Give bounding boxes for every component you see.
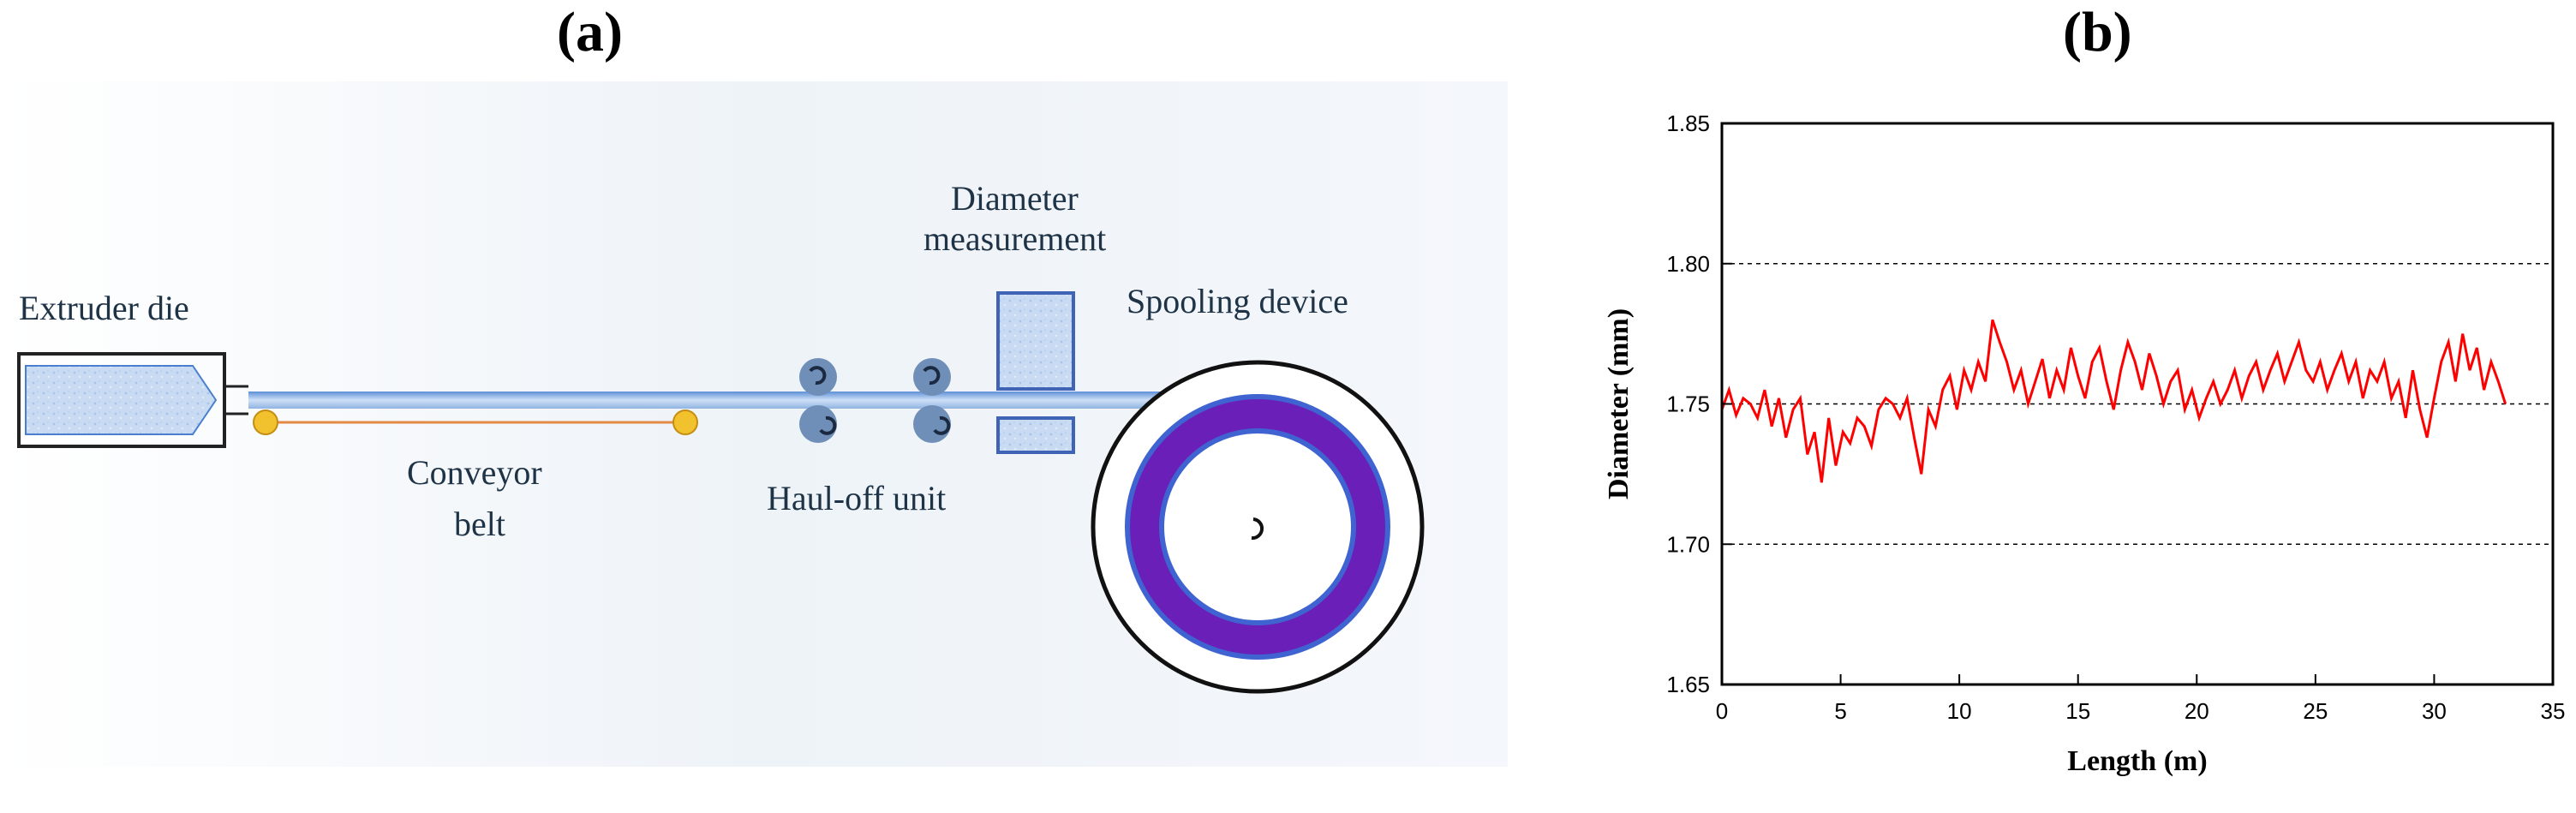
y-tick-label-0: 1.65	[1666, 672, 1710, 697]
x-tick-label-2: 10	[1947, 698, 1972, 724]
x-tick-label-7: 35	[2541, 698, 2566, 724]
diameter-label-line1: Diameter	[951, 179, 1079, 218]
filament	[248, 392, 1242, 409]
x-tick-label-5: 25	[2303, 698, 2328, 724]
x-tick-label-4: 20	[2185, 698, 2209, 724]
x-tick-label-3: 15	[2065, 698, 2090, 724]
haul-off-label: Haul-off unit	[767, 479, 946, 517]
y-tick-label-4: 1.85	[1666, 111, 1710, 136]
x-tick-label-0: 0	[1716, 698, 1728, 724]
haul-off-unit	[799, 358, 951, 443]
y-axis-title: Diameter (mm)	[1603, 308, 1635, 499]
haul-off-roller-pair-2	[913, 358, 951, 443]
rotation-arrow-icon	[1251, 517, 1264, 541]
panel-a-label: (a)	[557, 1, 623, 63]
spooling-device	[1091, 360, 1425, 694]
extruder-die-label: Extruder die	[19, 289, 189, 327]
diameter-chart: 0 5 10 15 20 25 30 35 1.65 1.70 1.75 1.80 1.85 Lengt…	[1603, 111, 2565, 777]
y-tick-label-3: 1.80	[1666, 251, 1710, 277]
conveyor-label-line2: belt	[454, 505, 505, 543]
extrusion-line-schematic: Extruder die Conveyor belt Haul-off unit…	[0, 81, 1508, 767]
x-tick-label-6: 30	[2422, 698, 2447, 724]
y-tick-label-1: 1.70	[1666, 531, 1710, 557]
haul-off-roller-pair-1	[799, 358, 837, 443]
x-axis-title: Length (m)	[2067, 745, 2207, 777]
conveyor-label-line1: Conveyor	[407, 453, 542, 492]
diameter-label-line2: measurement	[923, 219, 1106, 258]
panel-b-label: (b)	[2063, 1, 2132, 63]
conveyor-belt	[253, 409, 698, 435]
diameter-series-line	[1720, 319, 2507, 483]
spooling-label: Spooling device	[1127, 282, 1348, 320]
chart-gridlines	[1722, 263, 2553, 545]
belt-roller-right	[672, 409, 698, 435]
x-tick-label-1: 5	[1834, 698, 1846, 724]
extruder-die	[17, 352, 248, 448]
axis-ticks: 0 5 10 15 20 25 30 35 1.65 1.70 1.75 1.80 1.85	[1666, 111, 2565, 724]
y-tick-label-2: 1.75	[1666, 392, 1710, 417]
diameter-measurement-device	[996, 291, 1075, 454]
belt-roller-left	[253, 409, 278, 435]
